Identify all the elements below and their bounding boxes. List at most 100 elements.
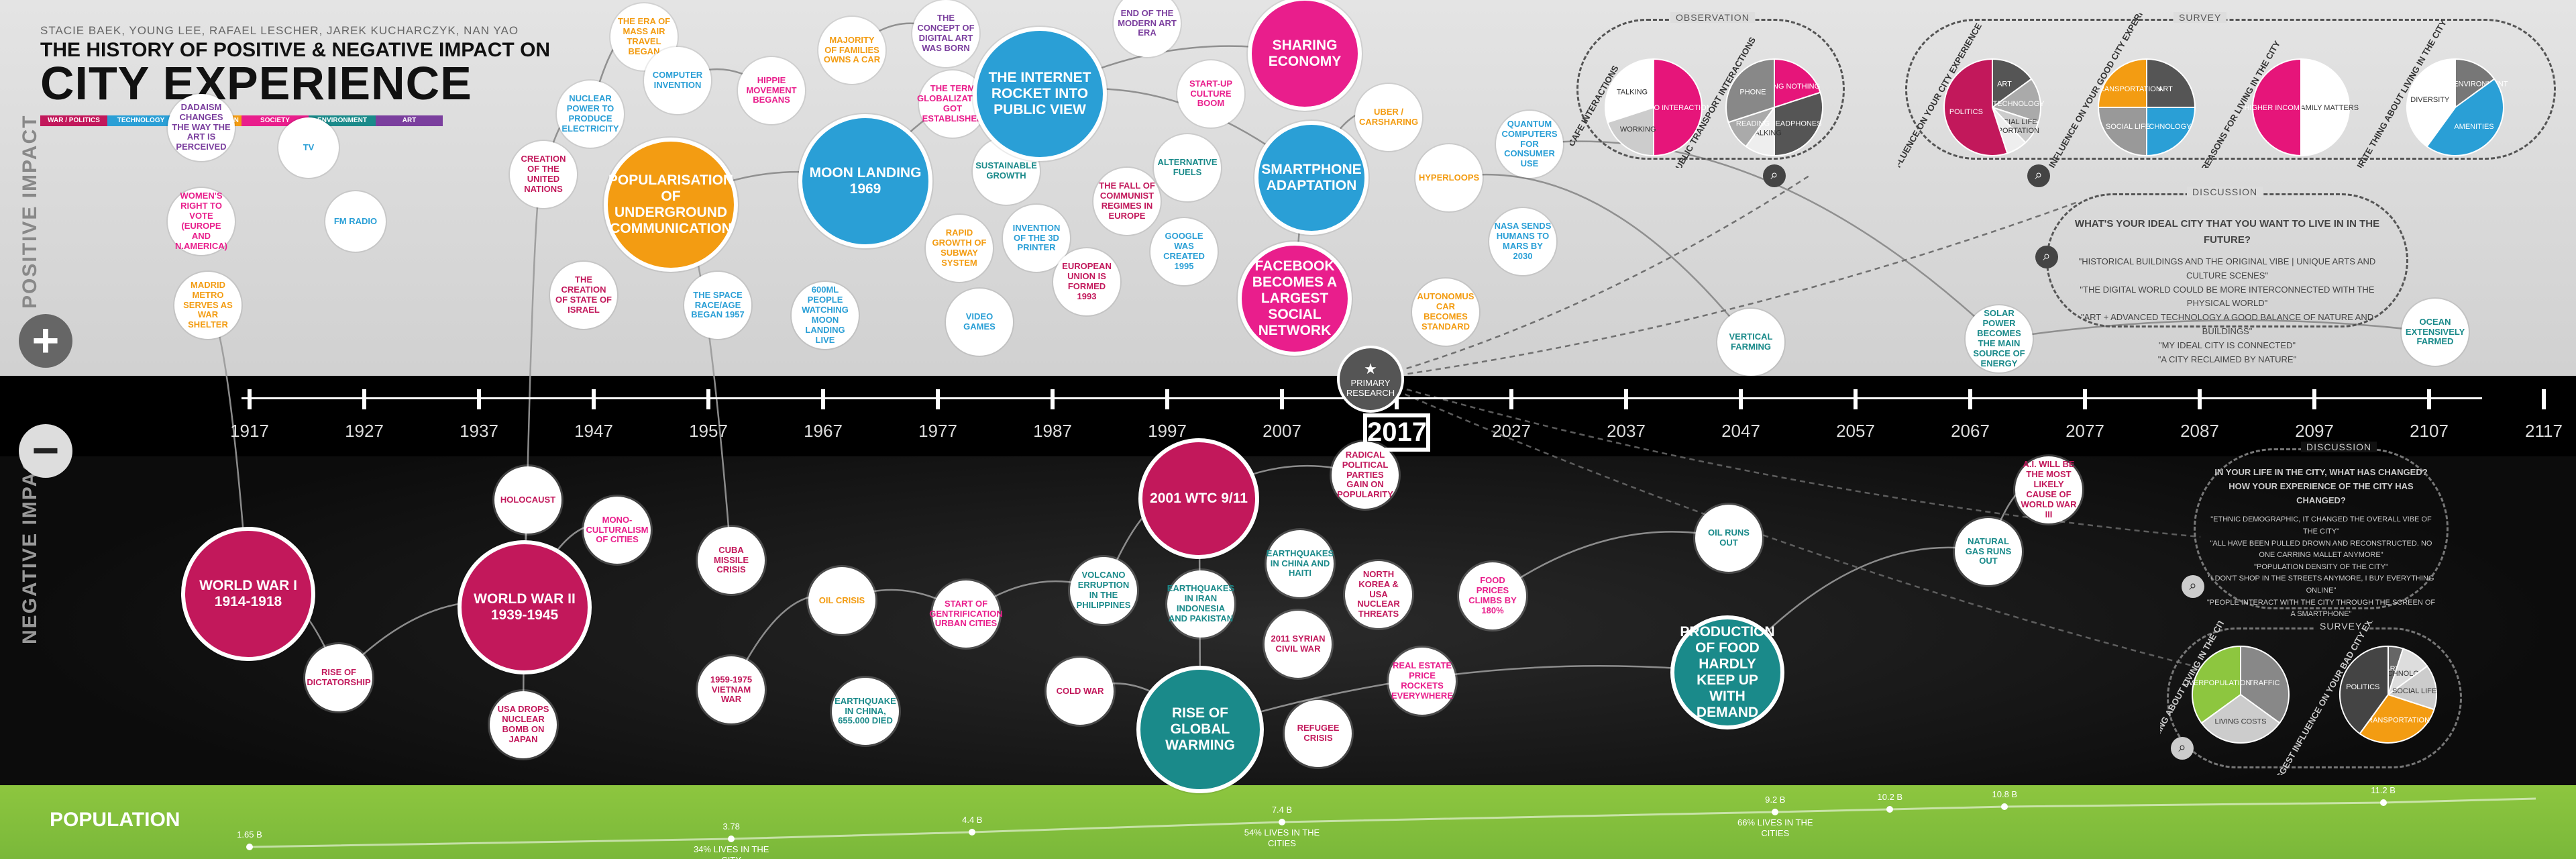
positive-event-node[interactable]: START-UP CULTURE BOOM (1177, 60, 1244, 128)
positive-event-label: UBER / CARSHARING (1358, 107, 1419, 127)
positive-event-label: SOLAR POWER BECOMES THE MAIN SOURCE OF E… (1973, 308, 2025, 368)
negative-event-node[interactable]: NATURAL GAS RUNS OUT (1955, 518, 2022, 585)
negative-event-node[interactable]: NORTH KOREA & USA NUCLEAR THREATS (1345, 561, 1412, 628)
positive-event-node[interactable]: RAPID GROWTH OF SUBWAY SYSTEM (926, 215, 993, 282)
negative-event-label: OIL CRISIS (818, 595, 865, 605)
negative-event-label: 2001 WTC 9/11 (1150, 490, 1248, 506)
negative-event-node[interactable]: EARTHQUAKES IN IRAN INDONESIA AND PAKIST… (1167, 570, 1234, 638)
discussion-answer: "THE DIGITAL WORLD COULD BE MORE INTERCO… (2080, 284, 2375, 309)
positive-event-label: MOON LANDING 1969 (809, 164, 922, 197)
negative-event-node[interactable]: EARTHQUAKES IN CHINA AND HAITI (1267, 530, 1334, 597)
negative-event-node[interactable]: USA DROPS NUCLEAR BOMB ON JAPAN (490, 691, 557, 758)
negative-event-node[interactable]: 1959-1975 VIETNAM WAR (698, 656, 765, 723)
discussion-answer: "POPULATION DENSITY OF THE CITY" (2254, 562, 2388, 571)
positive-event-node[interactable]: COMPUTER INVENTION (644, 47, 711, 114)
negative-event-node[interactable]: 2011 SYRIAN CIVIL WAR (1265, 611, 1332, 678)
negative-event-node[interactable]: WORLD WAR I 1914-1918 (181, 527, 315, 661)
negative-event-node[interactable]: RADICAL POLITICAL PARTIES GAIN ON POPULA… (1332, 442, 1399, 509)
negative-event-node[interactable]: MONO-CULTURALISM OF CITIES (584, 497, 651, 564)
positive-event-node[interactable]: THE TERM GLOBALIZATION GOT ESTABLISHED (917, 70, 988, 138)
positive-event-label: NASA SENDS HUMANS TO MARS BY 2030 (1494, 221, 1552, 261)
positive-event-node[interactable]: THE SPACE RACE/AGE BEGAN 1957 (684, 272, 751, 339)
negative-event-node[interactable]: CUBA MISSILE CRISIS (698, 527, 765, 594)
positive-event-node[interactable]: EUROPEAN UNION IS FORMED 1993 (1053, 248, 1120, 315)
positive-event-label: START-UP CULTURE BOOM (1189, 78, 1233, 109)
positive-event-node[interactable]: DADAISM CHANGES THE WAY THE ART IS PERCE… (168, 94, 235, 161)
positive-event-node[interactable]: THE FALL OF COMMUNIST REGIMES IN EUROPE (1093, 168, 1161, 235)
negative-event-node[interactable]: OIL RUNS OUT (1695, 505, 1762, 572)
positive-event-node[interactable]: NASA SENDS HUMANS TO MARS BY 2030 (1489, 208, 1556, 275)
positive-event-node[interactable]: FM RADIO (325, 191, 386, 252)
negative-event-node[interactable]: REFUGEE CRISIS (1285, 700, 1352, 767)
negative-event-node[interactable]: REAL ESTATE PRICE ROCKETS EVERYWHERE (1389, 648, 1456, 715)
positive-event-node[interactable]: ALTERNATIVE FUELS (1154, 134, 1221, 201)
negative-event-node[interactable]: VOLCANO ERRUPTION IN THE PHILIPPINES (1070, 557, 1137, 624)
timeline-tick (477, 389, 481, 409)
pie-slice (2192, 645, 2241, 724)
negative-event-label: RISE OF GLOBAL WARMING (1165, 705, 1235, 754)
positive-event-node[interactable]: MAJORITY OF FAMILIES OWNS A CAR (818, 17, 885, 84)
pie-slice (2200, 693, 2281, 744)
zoom-icon[interactable]: ⌕ (2035, 246, 2058, 268)
negative-event-node[interactable]: EARTHQUAKE IN CHINA, 655.000 DIED (832, 678, 899, 745)
negative-event-node[interactable]: START OF GENTRIFICATION URBAN CITIES (929, 580, 1003, 648)
research-link-line (1370, 200, 2080, 381)
pie-slice (1774, 58, 1821, 109)
pie-slice-label: OVERPOPULATION (2183, 679, 2251, 687)
positive-event-node[interactable]: TV (278, 117, 339, 178)
positive-event-label: THE INTERNET ROCKET INTO PUBLIC VIEW (988, 69, 1091, 118)
zoom-icon[interactable]: ⌕ (1763, 164, 1786, 187)
positive-event-node[interactable]: SMARTPHONE ADAPTATION (1254, 121, 1368, 235)
positive-event-node[interactable]: NUCLEAR POWER TO PRODUCE ELECTRICITY (557, 81, 624, 148)
negative-event-node[interactable]: RISE OF GLOBAL WARMING (1136, 666, 1264, 793)
negative-event-node[interactable]: HOLOCAUST (494, 466, 561, 534)
positive-event-node[interactable]: THE INTERNET ROCKET INTO PUBLIC VIEW (973, 27, 1107, 161)
zoom-icon[interactable]: ⌕ (2027, 164, 2050, 187)
positive-event-node[interactable]: QUANTUM COMPUTERS FOR CONSUMER USE (1496, 111, 1563, 178)
positive-event-node[interactable]: AUTONOMUS CAR BECOMES STANDARD (1412, 279, 1479, 346)
positive-event-node[interactable]: SHARING ECONOMY (1248, 0, 1362, 111)
positive-event-node[interactable]: VIDEO GAMES (946, 289, 1013, 356)
positive-event-node[interactable]: HYPERLOOPS (1415, 144, 1483, 211)
positive-event-label: THE TERM GLOBALIZATION GOT ESTABLISHED (917, 83, 988, 123)
minus-icon: − (19, 424, 72, 478)
positive-event-node[interactable]: THE CONCEPT OF DIGITAL ART WAS BORN (912, 0, 979, 67)
primary-research-marker[interactable]: ★ PRIMARY RESEARCH (1337, 346, 1404, 413)
negative-event-node[interactable]: PRODUCTION OF FOOD HARDLY KEEP UP WITH D… (1670, 615, 1784, 729)
timeline-tick (2198, 389, 2202, 409)
positive-event-node[interactable]: VERTICAL FARMING (1717, 309, 1784, 376)
positive-event-label: TV (303, 142, 315, 152)
positive-event-node[interactable]: INVENTION OF THE 3D PRINTER (1003, 205, 1070, 272)
positive-event-node[interactable]: SOLAR POWER BECOMES THE MAIN SOURCE OF E… (1966, 305, 2033, 372)
positive-event-node[interactable]: GOOGLE WAS CREATED 1995 (1150, 218, 1218, 285)
positive-event-node[interactable]: OCEAN EXTENSIVELY FARMED (2402, 299, 2469, 366)
negative-event-node[interactable]: OIL CRISIS (808, 567, 875, 634)
negative-event-label: 2011 SYRIAN CIVIL WAR (1271, 634, 1326, 654)
negative-event-node[interactable]: A.I. WILL BE THE MOST LIKELY CAUSE OF WO… (2015, 456, 2082, 523)
positive-event-node[interactable]: END OF THE MODERN ART ERA (1114, 0, 1181, 57)
negative-event-node[interactable]: WORLD WAR II 1939-1945 (458, 540, 592, 674)
negative-event-node[interactable]: COLD WAR (1046, 658, 1114, 725)
negative-event-node[interactable]: 2001 WTC 9/11 (1138, 438, 1259, 559)
population-value: 3.78 (722, 821, 740, 831)
positive-event-node[interactable]: WOMEN'S RIGHT TO VOTE (EUROPE AND N.AMER… (168, 188, 235, 255)
zoom-icon[interactable]: ⌕ (2182, 575, 2204, 598)
positive-event-node[interactable]: FACEBOOK BECOMES A LARGEST SOCIAL NETWOR… (1238, 242, 1352, 356)
positive-event-node[interactable]: MOON LANDING 1969 (798, 114, 932, 248)
negative-event-node[interactable]: FOOD PRICES CLIMBS BY 180% (1459, 562, 1526, 629)
pie-slice-label: PHONE (1739, 89, 1766, 97)
positive-event-label: AUTONOMUS CAR BECOMES STANDARD (1417, 291, 1474, 332)
zoom-icon[interactable]: ⌕ (2171, 737, 2194, 760)
positive-event-node[interactable]: POPULARISATION OF UNDERGROUND COMMUNICAT… (604, 138, 738, 272)
positive-event-node[interactable]: 600ML PEOPLE WATCHING MOON LANDING LIVE (792, 282, 859, 349)
positive-event-node[interactable]: MADRID METRO SERVES AS WAR SHELTER (174, 272, 241, 339)
positive-event-node[interactable]: CREATION OF THE UNITED NATIONS (510, 141, 577, 208)
negative-event-node[interactable]: RISE OF DICTATORSHIP (305, 644, 372, 711)
timeline-year: 1997 (1148, 421, 1187, 441)
positive-event-node[interactable]: HIPPIE MOVEMENT BEGANS (738, 57, 805, 124)
positive-event-node[interactable]: THE CREATION OF STATE OF ISRAEL (550, 262, 617, 329)
positive-event-node[interactable]: UBER / CARSHARING (1355, 84, 1422, 151)
timeline-year: 2067 (1951, 421, 1990, 441)
